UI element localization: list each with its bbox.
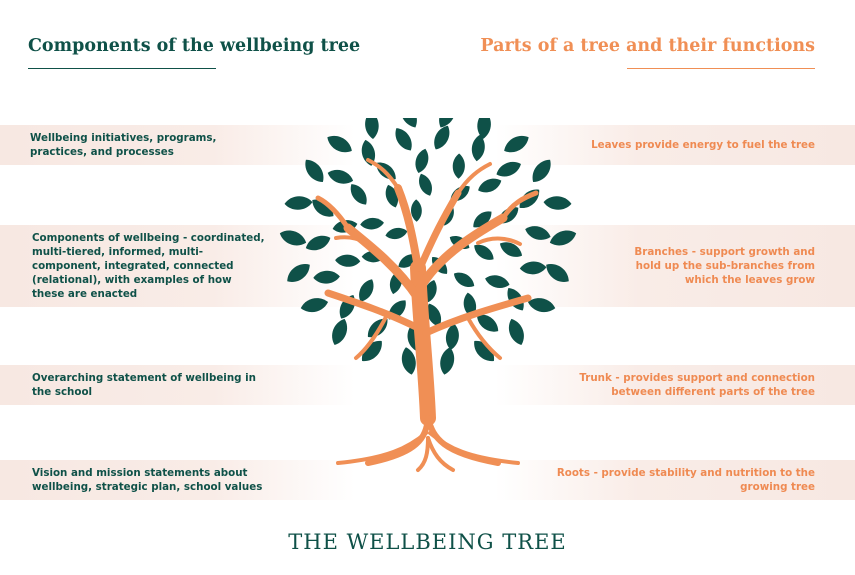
tree-part-band-roots: Roots - provide stability and nutrition … [495, 460, 855, 500]
leaf-shape [499, 242, 523, 257]
leaf-shape [440, 347, 455, 375]
leaf-shape [284, 196, 313, 210]
leaf-shape [474, 341, 494, 361]
leaf-shape [359, 279, 374, 302]
tree-illustration [279, 118, 577, 472]
tree-part-text: Leaves provide energy to fuel the tree [591, 139, 815, 151]
leaf-shape [360, 217, 384, 230]
leaf-shape [477, 118, 491, 139]
leaf-shape [519, 261, 547, 275]
leaf-shape [401, 347, 416, 375]
component-band-leaves: Wellbeing initiatives, programs, practic… [0, 125, 355, 165]
tree-parts-heading: Parts of a tree and their functions [480, 36, 815, 56]
leaf-shape [362, 341, 382, 361]
leaf-shape [473, 211, 492, 228]
tree-part-text: Trunk - provides support and connection … [579, 372, 815, 398]
leaf-shape [385, 227, 408, 240]
leaf-shape [365, 118, 379, 139]
component-text: Components of wellbeing - coordinated, m… [32, 232, 265, 300]
leaf-shape [305, 235, 331, 251]
tree-roots [336, 415, 520, 472]
leaf-shape [525, 226, 551, 240]
leaf-shape [532, 159, 551, 183]
leaf-shape [287, 264, 310, 282]
leaf-shape [439, 118, 456, 128]
leaf-shape [415, 148, 429, 174]
tree-part-text: Roots - provide stability and nutrition … [556, 467, 815, 493]
leaf-shape [453, 272, 475, 287]
leaf-shape [327, 169, 354, 184]
leaf-shape [471, 134, 485, 162]
leaf-shape [313, 270, 340, 284]
leaf-shape [474, 244, 494, 260]
leaf-shape [478, 178, 502, 193]
leaf-shape [504, 135, 529, 153]
leaf-shape [527, 298, 556, 313]
components-heading-underline [28, 68, 216, 69]
tree-branches [315, 158, 539, 426]
tree-part-band-leaves: Leaves provide energy to fuel the tree [495, 125, 855, 165]
component-text: Vision and mission statements about well… [32, 467, 263, 493]
leaf-shape [452, 153, 465, 179]
components-heading: Components of the wellbeing tree [28, 36, 361, 56]
leaf-shape [496, 161, 521, 177]
leaf-shape [395, 128, 412, 151]
leaf-shape [332, 318, 348, 345]
tree-part-band-trunk: Trunk - provides support and connection … [495, 365, 855, 405]
leaf-shape [327, 135, 352, 153]
leaf-shape [477, 314, 499, 332]
component-text: Overarching statement of wellbeing in th… [32, 372, 256, 398]
leaf-shape [300, 298, 329, 313]
leaf-shape [427, 303, 442, 327]
leaf-shape [549, 230, 577, 246]
footer-title: THE WELLBEING TREE [288, 530, 567, 554]
leaf-shape [434, 125, 450, 150]
leaf-shape [305, 159, 324, 183]
leaf-shape [361, 139, 376, 166]
tree-part-text: Branches - support growth and hold up th… [634, 246, 815, 286]
component-band-trunk: Overarching statement of wellbeing in th… [0, 365, 355, 405]
leaf-shape [279, 230, 307, 246]
leaf-shape [335, 254, 361, 267]
leaf-shape [445, 323, 459, 350]
leaf-shape [312, 199, 334, 217]
leaf-shape [411, 199, 422, 222]
leaf-shape [350, 184, 367, 205]
component-text: Wellbeing initiatives, programs, practic… [30, 132, 217, 158]
leaf-shape [400, 118, 417, 128]
tree-parts-heading-underline [627, 68, 815, 69]
leaf-shape [508, 318, 524, 345]
leaf-shape [485, 275, 510, 288]
leaf-shape [546, 264, 569, 282]
component-band-roots: Vision and mission statements about well… [0, 460, 355, 500]
leaf-shape [543, 196, 572, 210]
leaf-shape [419, 173, 432, 196]
